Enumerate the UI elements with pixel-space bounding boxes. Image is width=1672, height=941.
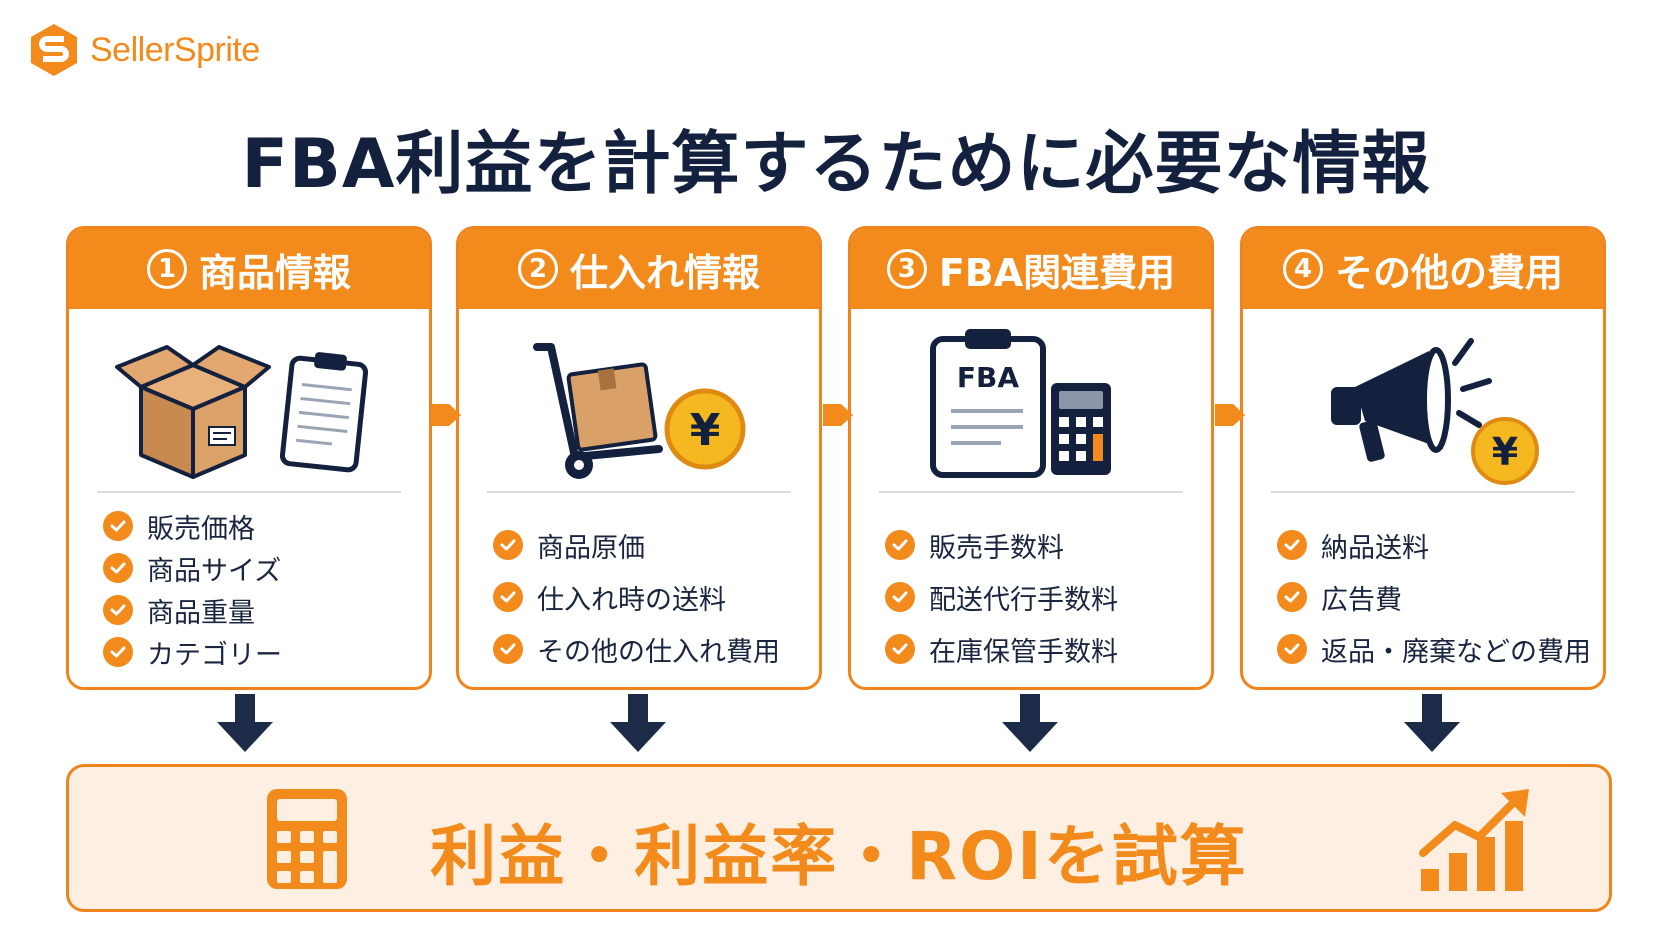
list-item: 在庫保管手数料: [885, 623, 1201, 675]
check-icon: [103, 595, 133, 625]
result-text: 利益・利益率・ROIを試算: [430, 818, 1248, 895]
list-item: 仕入れ時の送料: [493, 571, 809, 623]
step-number: 4: [1282, 249, 1323, 289]
list-item: 返品・廃棄などの費用: [1277, 623, 1593, 675]
card-title: 商品情報: [198, 250, 351, 295]
brand-name: SellerSprite: [90, 30, 260, 69]
card-header: 1 商品情報: [69, 229, 429, 309]
check-icon: [1277, 634, 1307, 664]
list-item: 販売手数料: [885, 519, 1201, 571]
page-title: FBA利益を計算するために必要な情報: [241, 125, 1431, 204]
card-product-info: 1 商品情報 販売価: [66, 226, 432, 690]
megaphone-yen-icon: ¥: [1243, 317, 1603, 487]
illus-label: FBA: [957, 361, 1019, 394]
connector-arrow-icon: [823, 404, 853, 426]
card-other-costs: 4 その他の費用 ¥ 納品送料 広告費: [1240, 226, 1606, 690]
item-label: 広告費: [1321, 584, 1402, 616]
card-item-list: 商品原価 仕入れ時の送料 その他の仕入れ費用: [493, 519, 809, 675]
item-label: 仕入れ時の送料: [537, 584, 726, 616]
card-header: 4 その他の費用: [1243, 229, 1603, 309]
list-item: 配送代行手数料: [885, 571, 1201, 623]
item-label: 在庫保管手数料: [929, 636, 1118, 668]
item-label: 商品原価: [537, 532, 645, 564]
list-item: 広告費: [1277, 571, 1593, 623]
item-label: その他の仕入れ費用: [537, 636, 780, 668]
check-icon: [103, 553, 133, 583]
item-label: 商品サイズ: [147, 555, 282, 587]
step-number: 3: [886, 249, 927, 289]
card-divider: [97, 491, 401, 493]
card-item-list: 販売手数料 配送代行手数料 在庫保管手数料: [885, 519, 1201, 675]
card-header: 2 仕入れ情報: [459, 229, 819, 309]
check-icon: [885, 582, 915, 612]
result-box: 利益・利益率・ROIを試算: [66, 764, 1612, 912]
sellersprite-logo-icon: [31, 24, 77, 76]
list-item: 販売価格: [103, 505, 419, 547]
step-number: 2: [517, 249, 558, 289]
check-icon: [493, 582, 523, 612]
check-icon: [493, 634, 523, 664]
item-label: カテゴリー: [147, 639, 282, 671]
svg-text:¥: ¥: [690, 405, 721, 456]
check-icon: [885, 530, 915, 560]
down-arrow-icon: [217, 694, 273, 752]
cart-yen-icon: ¥: [459, 317, 819, 487]
list-item: 商品原価: [493, 519, 809, 571]
calculator-icon: [267, 789, 347, 889]
fba-calculator-icon: FBA: [851, 317, 1211, 487]
card-divider: [1271, 491, 1575, 493]
card-item-list: 販売価格 商品サイズ 商品重量 カテゴリー: [103, 505, 419, 673]
check-icon: [1277, 530, 1307, 560]
check-icon: [103, 637, 133, 667]
down-arrow-icon: [1002, 694, 1058, 752]
connector-arrow-icon: [431, 404, 461, 426]
card-title: その他の費用: [1334, 250, 1563, 295]
step-number: 1: [146, 249, 187, 289]
list-item: その他の仕入れ費用: [493, 623, 809, 675]
check-icon: [885, 634, 915, 664]
item-label: 販売価格: [147, 513, 255, 545]
card-purchase-info: 2 仕入れ情報 ¥ 商品原価 仕入れ時の送料 その他の仕入れ費用: [456, 226, 822, 690]
check-icon: [493, 530, 523, 560]
card-fba-fees: 3 FBA関連費用 FBA 販売: [848, 226, 1214, 690]
item-label: 返品・廃棄などの費用: [1321, 636, 1591, 668]
logo: SellerSprite: [28, 22, 260, 78]
growth-chart-icon: [1419, 789, 1529, 891]
svg-text:¥: ¥: [1492, 430, 1518, 474]
down-arrow-icon: [610, 694, 666, 752]
check-icon: [103, 511, 133, 541]
item-label: 配送代行手数料: [929, 584, 1118, 616]
item-label: 商品重量: [147, 597, 255, 629]
card-title: FBA関連費用: [938, 250, 1176, 295]
list-item: 商品サイズ: [103, 547, 419, 589]
box-clipboard-icon: [69, 317, 429, 487]
down-arrow-icon: [1404, 694, 1460, 752]
card-divider: [487, 491, 791, 493]
card-item-list: 納品送料 広告費 返品・廃棄などの費用: [1277, 519, 1593, 675]
card-title: 仕入れ情報: [569, 250, 760, 295]
connector-arrow-icon: [1215, 404, 1245, 426]
list-item: カテゴリー: [103, 631, 419, 673]
card-header: 3 FBA関連費用: [851, 229, 1211, 309]
item-label: 販売手数料: [929, 532, 1064, 564]
item-label: 納品送料: [1321, 532, 1429, 564]
card-divider: [879, 491, 1183, 493]
list-item: 納品送料: [1277, 519, 1593, 571]
list-item: 商品重量: [103, 589, 419, 631]
check-icon: [1277, 582, 1307, 612]
